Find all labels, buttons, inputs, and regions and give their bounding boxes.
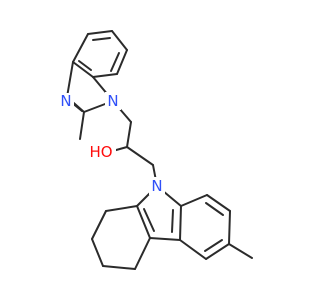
bond bbox=[180, 194, 208, 207]
bond bbox=[204, 239, 223, 252]
atom-label-background bbox=[105, 92, 121, 110]
atom-label-background bbox=[58, 93, 74, 111]
bond bbox=[91, 238, 104, 267]
bond bbox=[149, 237, 181, 241]
atom-label-background bbox=[149, 177, 165, 195]
bond bbox=[105, 205, 138, 212]
bond bbox=[87, 30, 113, 35]
molecule-canvas: N N HO N bbox=[58, 30, 253, 270]
bond bbox=[206, 194, 231, 212]
molecule-structure-diagram: N N HO N bbox=[58, 30, 253, 270]
bond bbox=[116, 49, 128, 75]
bond bbox=[66, 61, 74, 98]
atom-labels: N N HO N bbox=[58, 92, 165, 195]
bond bbox=[179, 205, 182, 241]
bond bbox=[78, 60, 92, 71]
bond bbox=[143, 208, 155, 232]
atom-n-imidazole: N bbox=[60, 92, 71, 110]
bond bbox=[92, 37, 111, 41]
bond bbox=[205, 243, 230, 260]
bond bbox=[228, 243, 253, 259]
atom-oh: HO bbox=[89, 143, 112, 161]
bond bbox=[72, 33, 89, 63]
bond bbox=[205, 202, 224, 216]
bond bbox=[126, 146, 154, 166]
bond bbox=[91, 210, 107, 240]
bond bbox=[179, 239, 207, 260]
bond bbox=[126, 121, 132, 148]
bond bbox=[72, 61, 94, 78]
bond bbox=[228, 210, 231, 245]
bond bbox=[92, 73, 118, 78]
bond bbox=[111, 30, 128, 51]
bond bbox=[134, 237, 151, 270]
atom-n-carbazole: N bbox=[151, 177, 162, 195]
bond bbox=[110, 52, 120, 72]
atom-n-benzimidazole: N bbox=[107, 92, 118, 110]
bond bbox=[171, 209, 174, 233]
bond bbox=[79, 111, 85, 140]
bond bbox=[102, 265, 136, 270]
atom-label-background bbox=[86, 143, 116, 161]
bond bbox=[136, 205, 151, 239]
